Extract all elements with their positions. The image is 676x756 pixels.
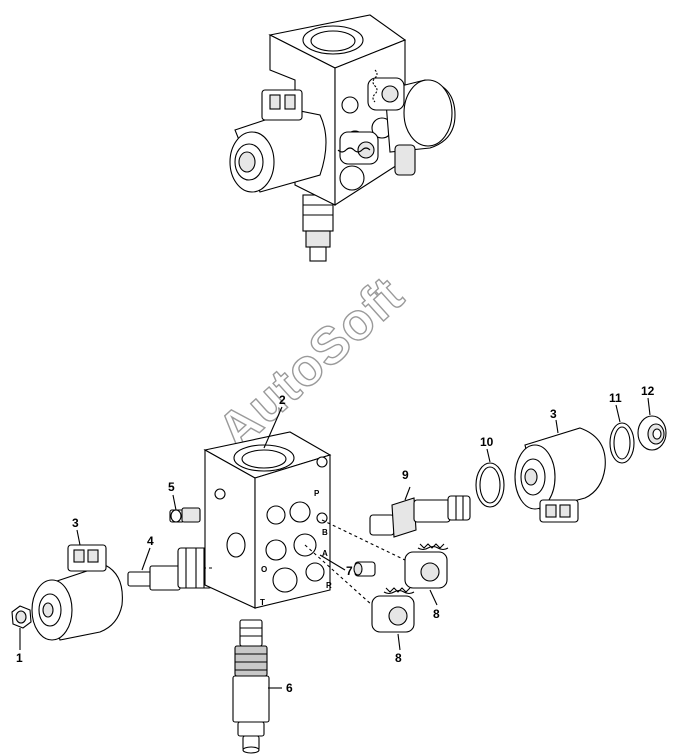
callout-9: 9 xyxy=(402,468,409,482)
callout-3-left: 3 xyxy=(72,516,79,530)
callout-10: 10 xyxy=(480,435,494,449)
port-label-r: R xyxy=(326,581,332,590)
part-10-o-ring xyxy=(475,462,505,508)
part-9-cartridge-spool xyxy=(369,495,471,538)
callout-6: 6 xyxy=(286,681,293,695)
part-6-bottom-cartridge xyxy=(232,619,270,754)
callout-12: 12 xyxy=(641,384,655,398)
part-3-right-coil xyxy=(514,427,606,523)
port-label-p: P xyxy=(314,489,320,498)
part-7-small-plug xyxy=(353,561,376,577)
port-label-b: B xyxy=(322,528,328,537)
assembled-valve-view xyxy=(229,14,456,262)
callout-8-lower: 8 xyxy=(395,651,402,665)
port-label-t: T xyxy=(260,598,265,607)
callout-11: 11 xyxy=(609,391,622,405)
callout-8-upper: 8 xyxy=(433,607,440,621)
assembled-left-coil xyxy=(229,89,327,193)
callout-3-right: 3 xyxy=(550,407,557,421)
part-3-left-coil xyxy=(31,544,123,641)
assembled-pilot-valves xyxy=(337,69,405,165)
part-1-nut xyxy=(11,605,32,629)
exploded-valve-view: P B A R T O xyxy=(11,384,667,754)
part-5-plug xyxy=(169,507,201,523)
callout-1: 1 xyxy=(16,651,23,665)
callout-5: 5 xyxy=(168,480,175,494)
part-8-pilot-valve-lower xyxy=(371,587,415,633)
callout-leaders xyxy=(19,397,651,689)
part-2-valve-block: P B A R T O xyxy=(203,431,332,609)
callout-7: 7 xyxy=(346,564,353,578)
port-label-a: A xyxy=(322,549,328,558)
part-12-end-nut xyxy=(637,415,667,451)
port-label-o: O xyxy=(261,565,267,574)
part-8-pilot-valve-upper xyxy=(404,543,449,589)
watermark: AutoSoft xyxy=(207,266,415,461)
assembled-cartridge-stem xyxy=(302,194,334,262)
callout-4: 4 xyxy=(147,534,154,548)
callout-2: 2 xyxy=(279,393,286,407)
part-11-ring xyxy=(609,422,635,464)
